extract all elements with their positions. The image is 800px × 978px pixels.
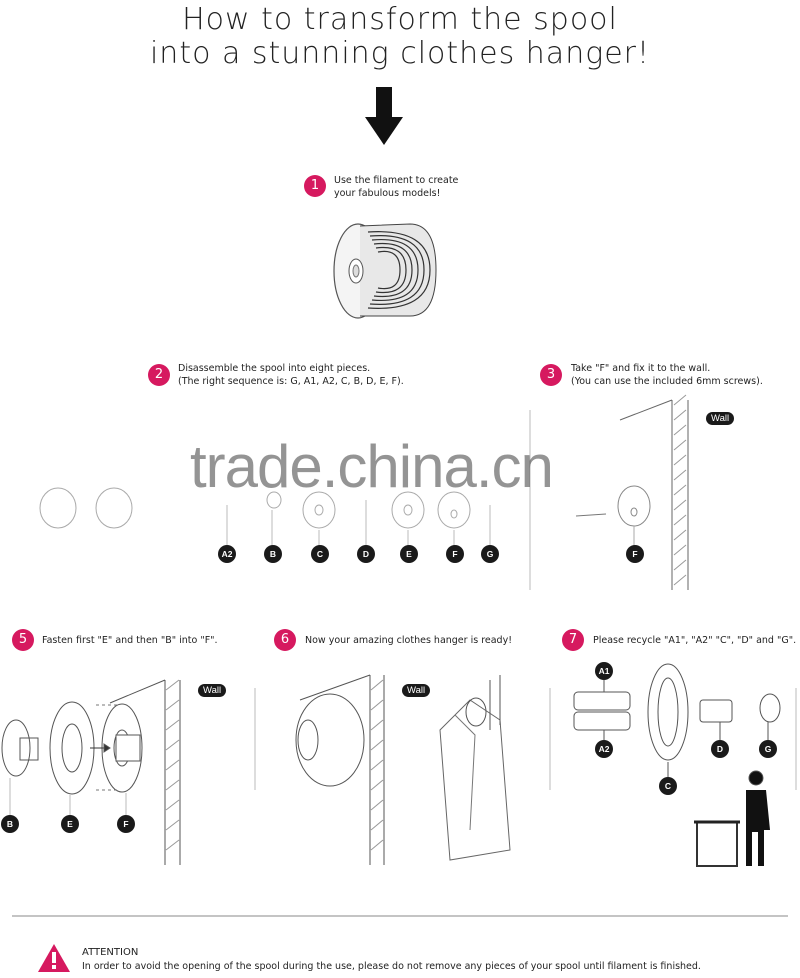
spool-illustration (333, 223, 437, 319)
step-3-number: 3 (540, 364, 562, 386)
attention-text: In order to avoid the opening of the spo… (82, 961, 701, 972)
step-3-text: Take "F" and fix it to the wall. (You ca… (571, 362, 763, 388)
step-6-text: Now your amazing clothes hanger is ready… (305, 635, 513, 646)
step-2-number: 2 (148, 364, 170, 386)
step5-wall-tag: Wall (198, 684, 227, 697)
step7-part-label-a2: A2 (595, 740, 613, 758)
step-2-text: Disassemble the spool into eight pieces.… (178, 362, 404, 388)
part-label-c: C (311, 545, 329, 563)
step5-illustration (1, 679, 181, 865)
step-3-line2: (You can use the included 6mm screws). (571, 376, 763, 387)
part-label-b: B (264, 545, 282, 563)
step3-part-label-f: F (626, 545, 644, 563)
page-title-line2: into a stunning clothes hanger! (149, 36, 651, 71)
step5-part-label-e: E (61, 815, 79, 833)
step-5-text: Fasten first "E" and then "B" into "F". (42, 635, 218, 646)
step-7-number: 7 (562, 629, 584, 651)
step5-part-label-f: F (117, 815, 135, 833)
part-label-g: G (481, 545, 499, 563)
step7-part-label-d: D (711, 740, 729, 758)
step7-part-label-c: C (659, 777, 677, 795)
step6-wall-tag: Wall (402, 684, 431, 697)
attention-title: ATTENTION (82, 947, 139, 958)
step5-part-label-b: B (1, 815, 19, 833)
step-7-text: Please recycle "A1", "A2" "C", "D" and "… (593, 635, 797, 646)
step-1-line2: your fabulous models! (334, 188, 441, 199)
step3-wall (529, 394, 689, 590)
part-label-d: D (357, 545, 375, 563)
step2-pieces (39, 487, 491, 545)
step-1-text: Use the filament to create your fabulous… (334, 174, 458, 200)
step7-illustration (573, 663, 781, 867)
step-2-line2: (The right sequence is: G, A1, A2, C, B,… (178, 376, 404, 387)
down-arrow-icon (365, 87, 403, 145)
step7-part-label-g: G (759, 740, 777, 758)
step-2-line1: Disassemble the spool into eight pieces. (178, 363, 371, 374)
part-label-e: E (400, 545, 418, 563)
step-5-number: 5 (12, 629, 34, 651)
warning-icon (38, 944, 70, 972)
step6-illustration (295, 674, 511, 865)
step3-wall-tag: Wall (706, 412, 735, 425)
watermark-text: trade.china.cn (190, 433, 554, 500)
part-label-a2: A2 (218, 545, 236, 563)
step-3-line1: Take "F" and fix it to the wall. (571, 363, 711, 374)
step-6-number: 6 (274, 629, 296, 651)
step7-part-label-a1: A1 (595, 662, 613, 680)
step-1-number: 1 (304, 175, 326, 197)
page-title-line1: How to transform the spool (182, 2, 618, 37)
step-1-line1: Use the filament to create (334, 175, 459, 186)
part-label-f: F (446, 545, 464, 563)
